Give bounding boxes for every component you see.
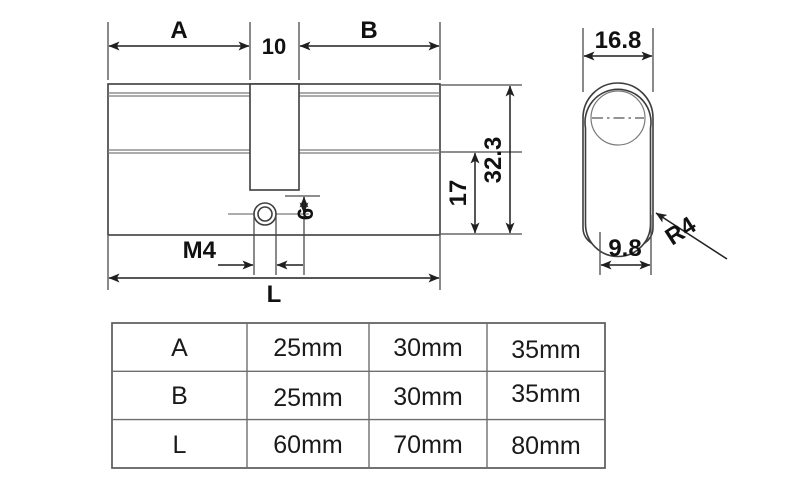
dimension-label-9-8: 9.8 xyxy=(608,235,641,262)
dimension-label-center-gap: 10 xyxy=(262,34,286,59)
front-view-top-dimension-group: A 10 B xyxy=(107,17,441,80)
spec-cell-l-3: 80mm xyxy=(511,432,580,460)
spec-cell-a-2: 30mm xyxy=(393,334,462,362)
dimension-label-l: L xyxy=(267,281,282,308)
spec-cell-b-1: 25mm xyxy=(273,384,342,412)
spec-table: A 25mm 30mm 35mm B 25mm 30mm 35mm L 60mm… xyxy=(111,322,606,469)
spec-table-frame xyxy=(111,322,606,469)
screw-hole-group: M4 6 xyxy=(183,195,320,275)
spec-cell-b-2: 30mm xyxy=(393,383,462,411)
overall-length-dimension-group: L xyxy=(107,236,441,308)
table-row: B 25mm 30mm 35mm xyxy=(171,380,581,412)
spec-row-label-l: L xyxy=(173,431,187,459)
spec-row-label-b: B xyxy=(171,382,188,410)
spec-cell-l-1: 60mm xyxy=(273,431,342,459)
dimension-label-16-8: 16.8 xyxy=(595,27,642,54)
dimension-label-a: A xyxy=(170,17,187,44)
dimension-label-17: 17 xyxy=(445,180,472,207)
spec-cell-l-2: 70mm xyxy=(393,431,462,459)
dimension-label-r4: R4 xyxy=(661,211,702,251)
cam-tab-outline xyxy=(249,83,300,191)
dimension-label-m4: M4 xyxy=(183,237,217,264)
dimension-label-b: B xyxy=(360,17,377,44)
spec-cell-a-3: 35mm xyxy=(511,336,580,364)
front-view-height-dimension-group: 17 32.3 xyxy=(441,84,522,235)
dimension-label-offset-6: 6 xyxy=(293,208,318,220)
spec-row-label-a: A xyxy=(171,334,188,362)
spec-cell-a-1: 25mm xyxy=(273,334,342,362)
table-row: A 25mm 30mm 35mm xyxy=(171,334,581,364)
profile-view-group: 16.8 9.8 R4 xyxy=(582,27,728,275)
spec-cell-b-3: 35mm xyxy=(511,380,580,408)
dimension-label-32-3: 32.3 xyxy=(480,137,507,184)
screw-hole-inner-circle xyxy=(257,206,273,222)
table-row: L 60mm 70mm 80mm xyxy=(173,431,581,460)
leader-line-r4 xyxy=(655,212,728,260)
